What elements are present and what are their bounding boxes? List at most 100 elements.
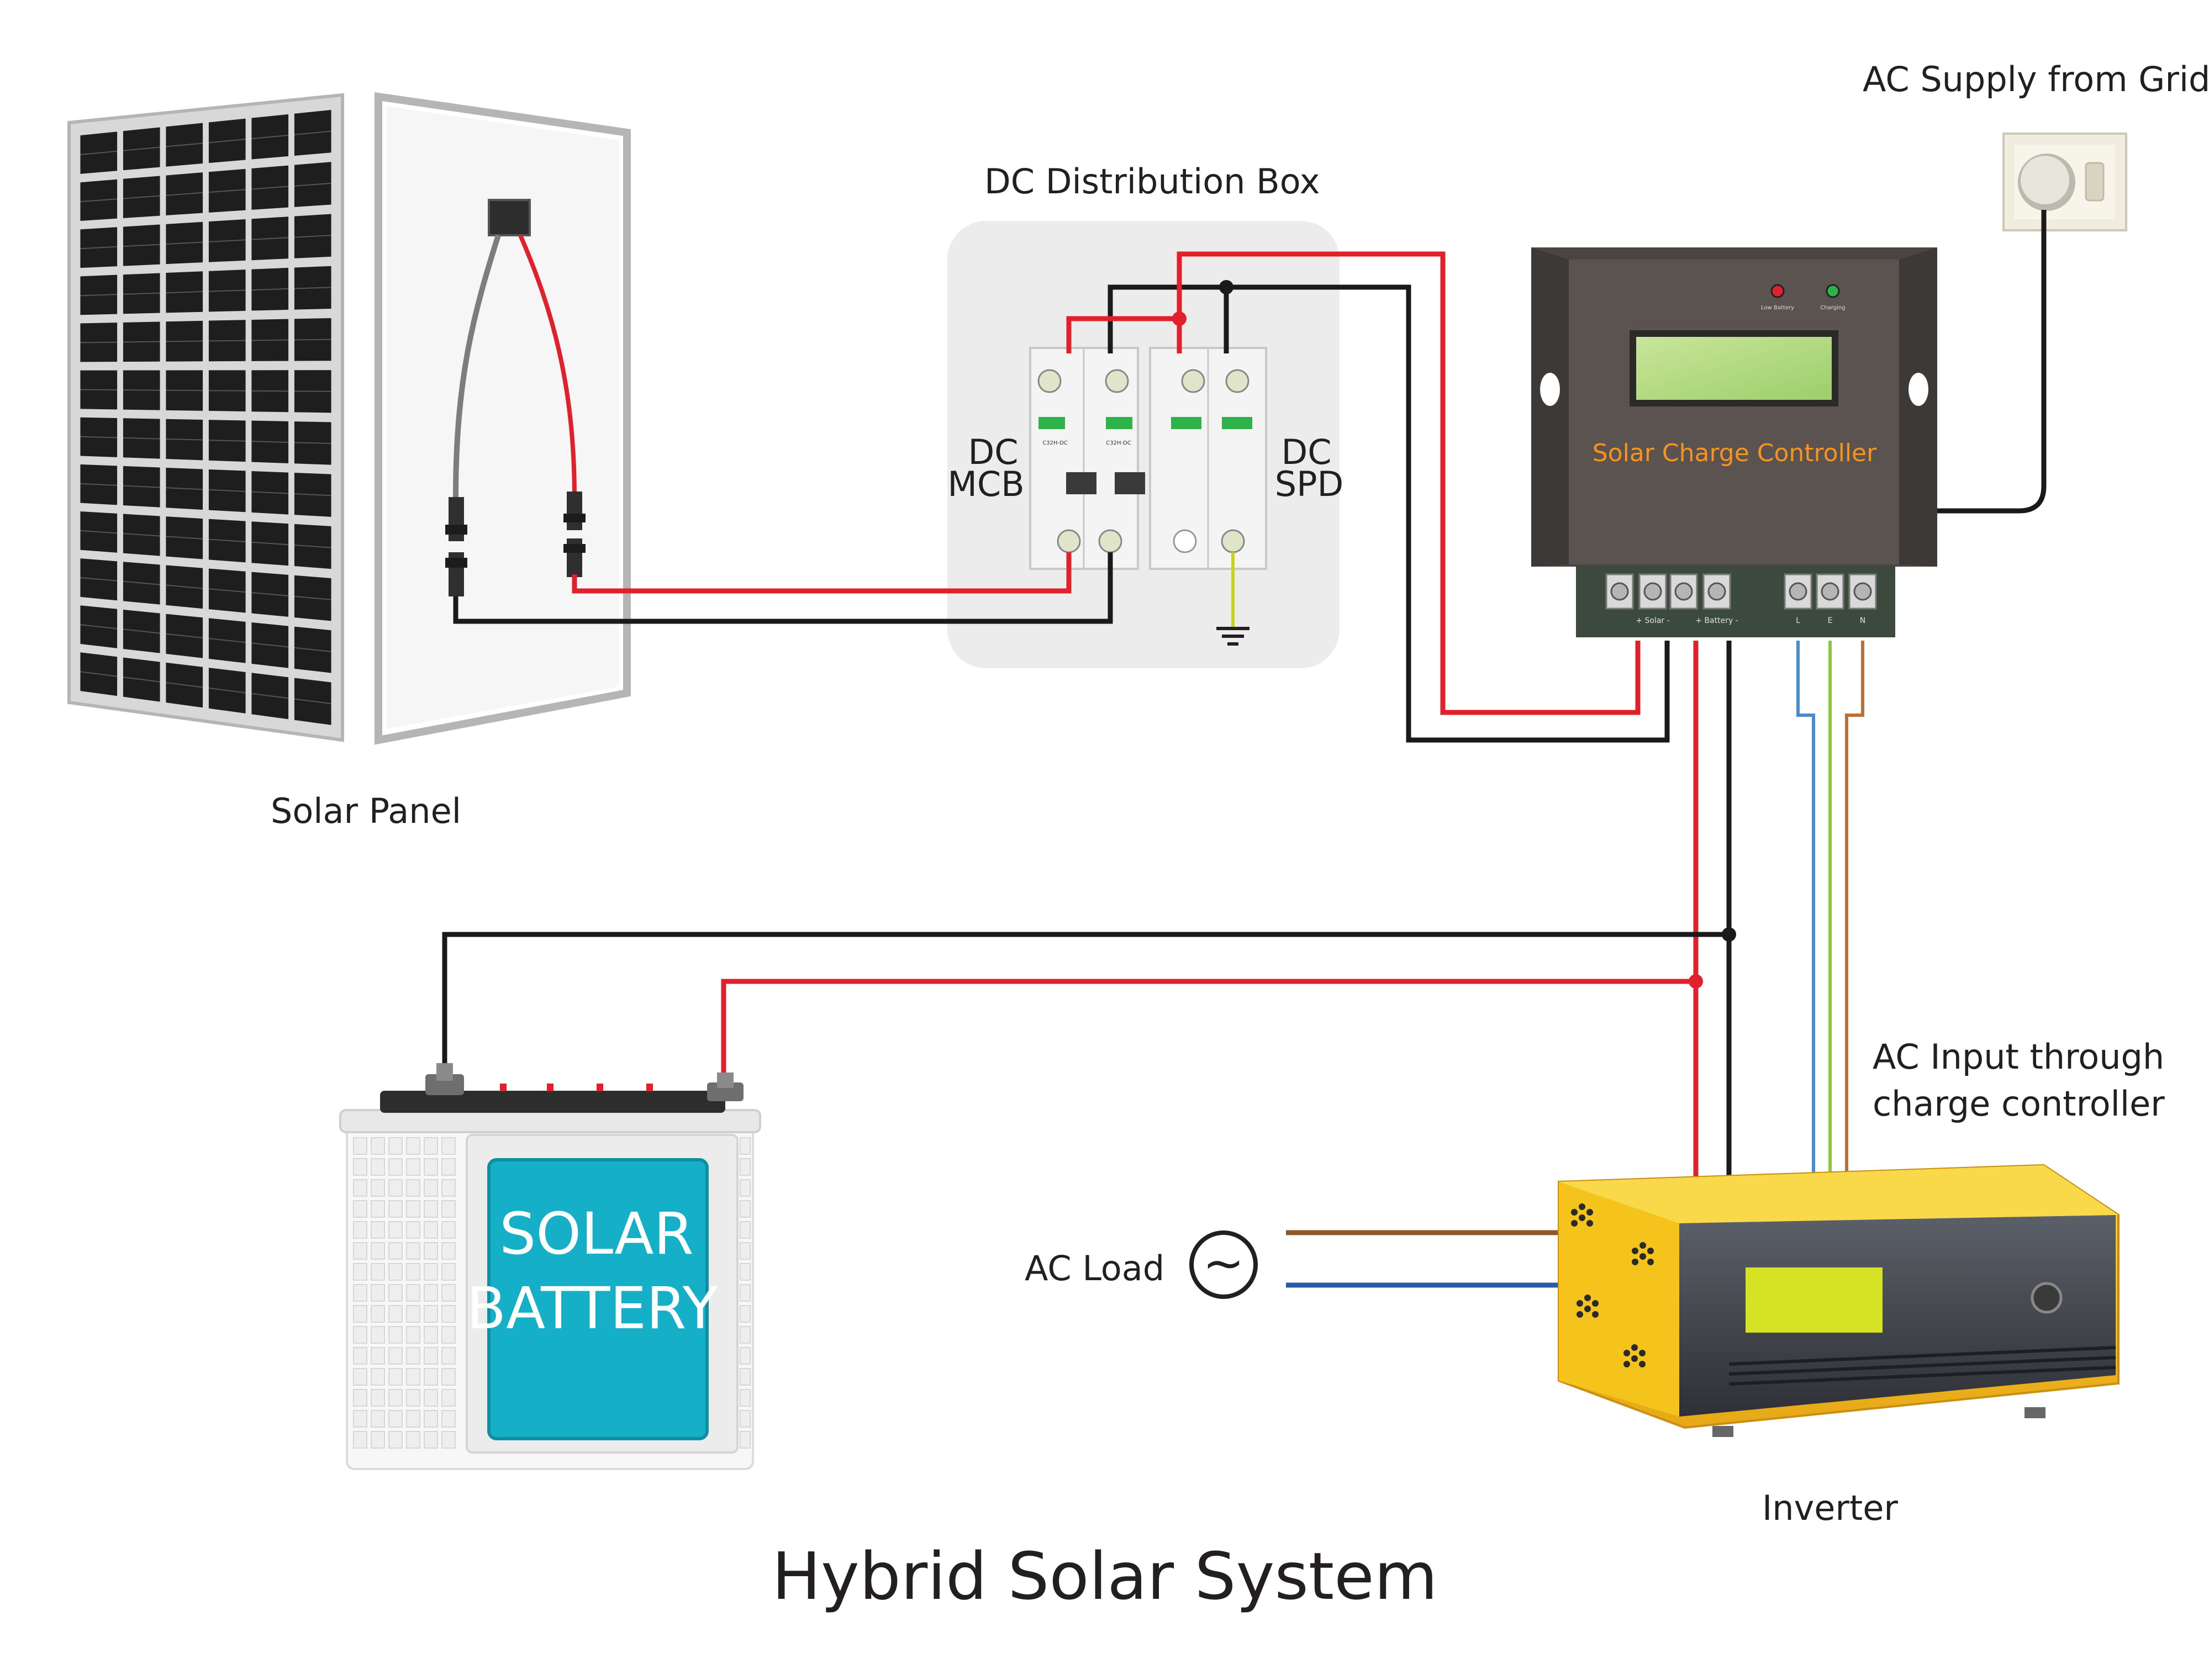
- dc-box-title: DC Distribution Box: [984, 161, 1320, 202]
- battery-rib: [353, 1368, 367, 1386]
- solar-panel-back: [375, 92, 631, 745]
- vent-hole: [1631, 1355, 1638, 1362]
- cell-line: [166, 681, 203, 688]
- mcb-model-2: C32H-DC: [1106, 440, 1131, 446]
- dc-mcb-label-1: DC: [968, 432, 1018, 472]
- wire-box-to-controller-negative: [1226, 284, 1670, 743]
- cell-line: [123, 292, 160, 295]
- battery-rib: [740, 1368, 751, 1386]
- battery-label-panel: [487, 1158, 709, 1440]
- battery-rib: [406, 1431, 420, 1449]
- battery-vent-caps: [500, 1084, 653, 1091]
- cell-line: [208, 439, 246, 442]
- cell-line: [80, 198, 118, 203]
- cell-line: [80, 483, 118, 486]
- battery-rib: [740, 1179, 751, 1197]
- dc-mcb-label-2: MCB: [947, 464, 1024, 504]
- battery-rib: [371, 1326, 385, 1344]
- battery-rib: [371, 1368, 385, 1386]
- cell-line: [123, 533, 160, 537]
- cell-line: [208, 489, 246, 492]
- battery-rib: [740, 1263, 751, 1281]
- cell-line: [123, 195, 160, 199]
- battery-rib: [371, 1137, 385, 1155]
- vent-hole: [1571, 1220, 1578, 1227]
- cell-line: [294, 493, 331, 496]
- cell-line: [166, 487, 203, 490]
- terminal-l-label: L: [1796, 616, 1800, 625]
- battery-rib: [353, 1179, 367, 1197]
- controller-terminals: [1605, 573, 1877, 610]
- panel-lead-positive: [518, 234, 577, 498]
- cell-line: [251, 186, 289, 190]
- battery-rib: [740, 1410, 751, 1428]
- cell-line: [208, 189, 246, 193]
- battery-rib: [441, 1158, 456, 1176]
- battery-rib: [388, 1200, 403, 1218]
- cell-line: [123, 146, 160, 151]
- battery-rib: [406, 1284, 420, 1302]
- battery-rib: [424, 1389, 438, 1407]
- battery-rib: [371, 1389, 385, 1407]
- battery-rib: [424, 1137, 438, 1155]
- battery-rib: [406, 1347, 420, 1365]
- dc-mcb: C32H-DC C32H-DC: [1029, 347, 1145, 570]
- cell-line: [251, 237, 289, 240]
- ac-source-symbol: [1189, 1230, 1258, 1299]
- junction-battery-positive: [1689, 974, 1703, 989]
- vent-hole: [1592, 1300, 1599, 1307]
- power-button-icon[interactable]: [2031, 1282, 2063, 1314]
- junction-battery-negative: [1722, 927, 1736, 942]
- battery-rib: [424, 1347, 438, 1365]
- led-charging-label: Charging: [1820, 305, 1845, 311]
- vent-hole: [1639, 1350, 1646, 1356]
- battery-rib: [353, 1410, 367, 1428]
- vent-hole: [1631, 1344, 1638, 1351]
- battery-rib: [371, 1158, 385, 1176]
- ac-supply-label: AC Supply from Grid: [1863, 59, 2209, 99]
- cell-line: [80, 341, 118, 344]
- vent-hole: [1632, 1248, 1638, 1254]
- battery-rib: [353, 1242, 367, 1260]
- battery-rib: [441, 1137, 456, 1155]
- terminal-screw: [1853, 582, 1872, 601]
- cell-line: [123, 677, 160, 683]
- battery-rib: [424, 1305, 438, 1323]
- panel-cells: [80, 110, 331, 725]
- dc-spd-label-1: DC: [1281, 432, 1331, 472]
- terminal-screw: [1821, 582, 1839, 601]
- cell-line: [294, 130, 331, 135]
- solar-panel-front: [67, 93, 344, 742]
- vent-hole: [1577, 1311, 1583, 1318]
- wire-ac-neutral: [1845, 641, 1864, 1177]
- battery-rib: [353, 1305, 367, 1323]
- dc-spd-label-2: SPD: [1275, 464, 1343, 504]
- battery-rib: [353, 1221, 367, 1239]
- terminal-n-label: N: [1860, 616, 1865, 625]
- battery-rib: [388, 1263, 403, 1281]
- battery-rib: [406, 1263, 420, 1281]
- battery-rib: [406, 1137, 420, 1155]
- battery-rib: [371, 1242, 385, 1260]
- battery-rib: [353, 1158, 367, 1176]
- vent-hole: [1577, 1300, 1583, 1307]
- battery-rib: [441, 1305, 456, 1323]
- cell-line: [208, 538, 246, 543]
- cell-line: [123, 580, 160, 585]
- terminal-solar-label: + Solar -: [1636, 616, 1669, 625]
- battery-rib: [371, 1410, 385, 1428]
- battery-rib: [353, 1326, 367, 1344]
- battery-rib: [740, 1326, 751, 1344]
- vent-hole: [1623, 1350, 1630, 1356]
- battery-ribs: [353, 1137, 751, 1449]
- terminal-screw: [1707, 582, 1726, 601]
- cell-line: [294, 698, 331, 705]
- battery-rib: [441, 1326, 456, 1344]
- cell-line: [80, 436, 118, 439]
- inverter-display: [1746, 1267, 1883, 1333]
- cell-line: [80, 671, 118, 677]
- mcb-model-1: C32H-DC: [1042, 440, 1068, 446]
- battery-rib: [371, 1431, 385, 1449]
- battery-rib: [371, 1263, 385, 1281]
- battery-rib: [371, 1284, 385, 1302]
